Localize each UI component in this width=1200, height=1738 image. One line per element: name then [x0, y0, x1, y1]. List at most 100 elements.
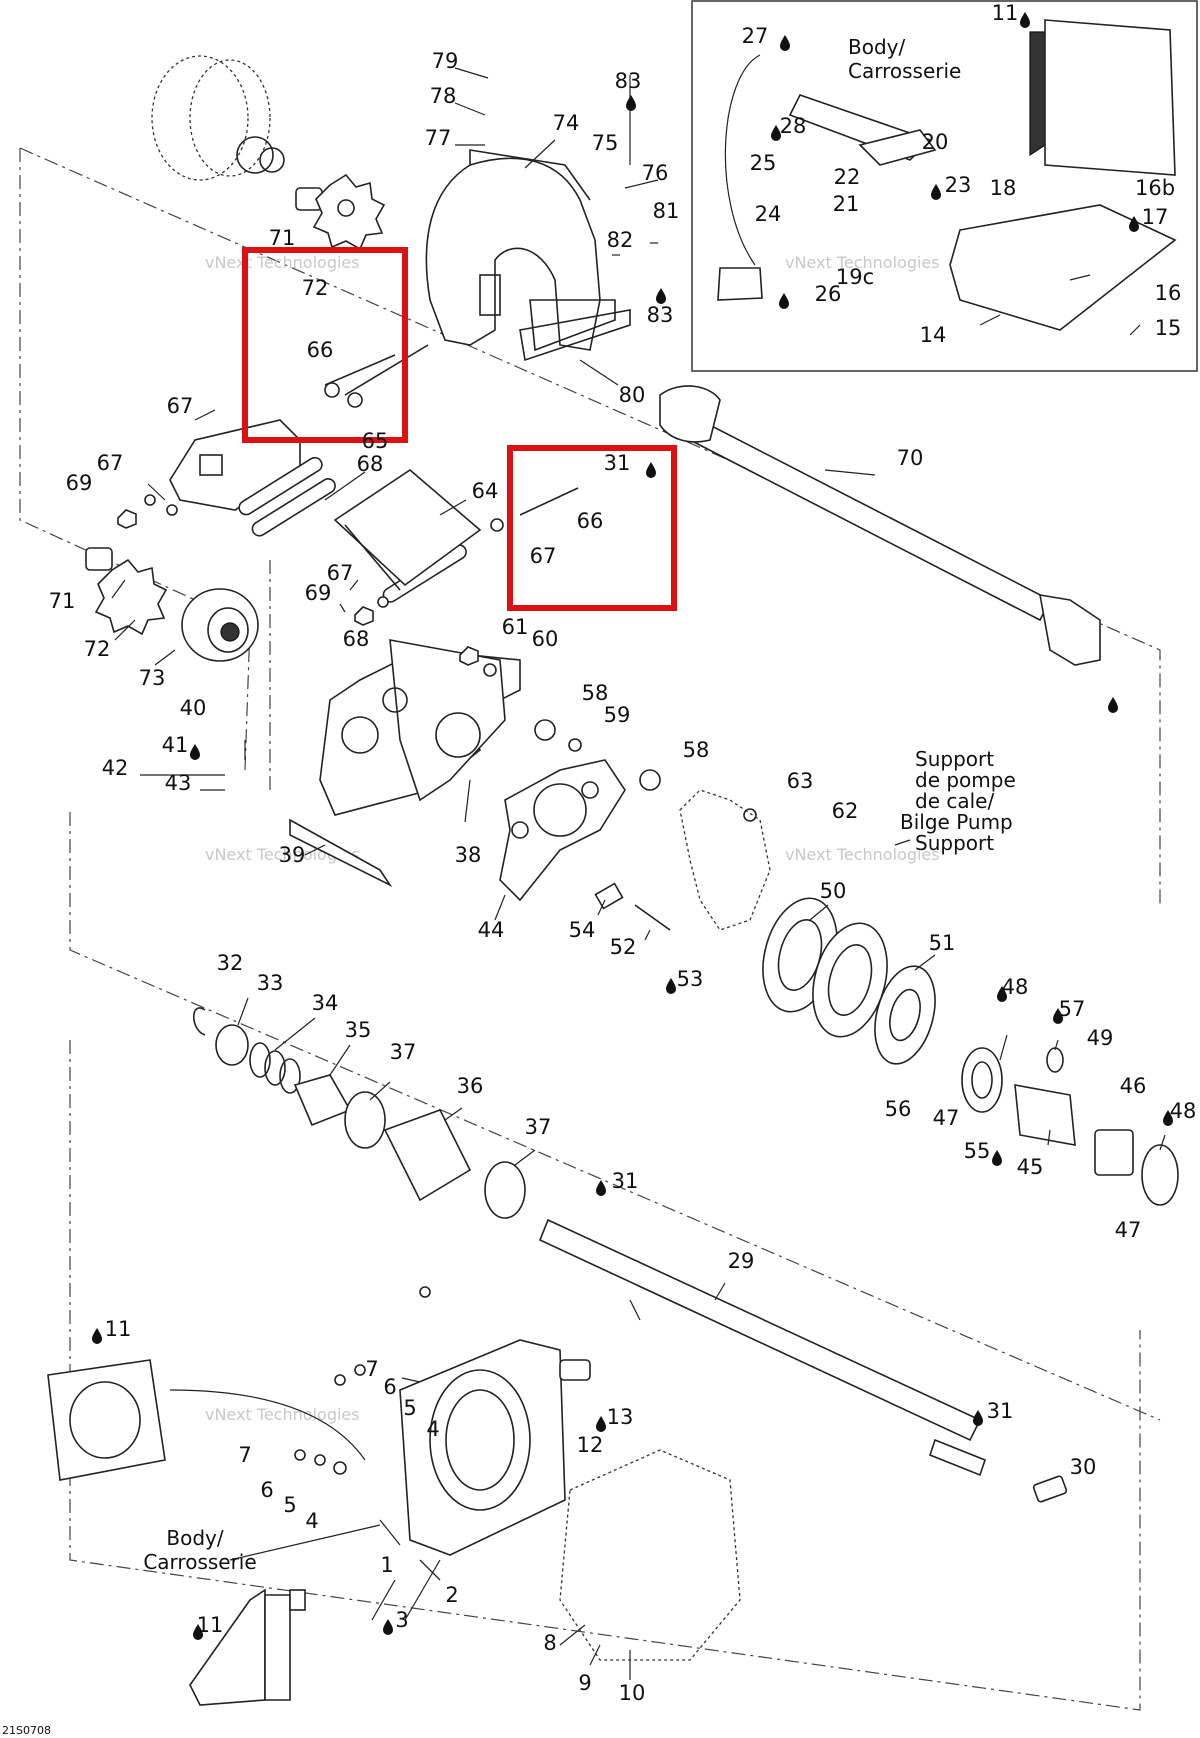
- callout-67: 67: [327, 561, 354, 585]
- callout-71: 71: [269, 226, 296, 250]
- callout-56: 56: [885, 1097, 912, 1121]
- callout-63: 63: [787, 769, 814, 793]
- callout-41: 41: [162, 733, 189, 757]
- callout-72: 72: [302, 276, 329, 300]
- callout-42: 42: [102, 756, 129, 780]
- callout-47: 47: [1115, 1218, 1142, 1242]
- droplet-icon: [92, 1328, 102, 1344]
- callout-17: 17: [1142, 205, 1169, 229]
- callout-83: 83: [615, 69, 642, 93]
- droplet-icon: [383, 1619, 393, 1635]
- highlight-box-1: [242, 247, 408, 443]
- droplet-icon: [992, 1150, 1002, 1166]
- callout-16: 16: [1155, 281, 1182, 305]
- callout-47: 47: [933, 1106, 960, 1130]
- callout-83: 83: [647, 303, 674, 327]
- callout-18: 18: [990, 176, 1017, 200]
- callout-35: 35: [345, 1018, 372, 1042]
- callout-21: 21: [833, 192, 860, 216]
- callout-40: 40: [180, 696, 207, 720]
- diagram-code: 21S0708: [2, 1724, 51, 1737]
- callout-7: 7: [238, 1443, 251, 1467]
- droplet-icon: [656, 288, 666, 304]
- watermark-5: vNext Technologies: [205, 1405, 360, 1424]
- callout-80: 80: [619, 383, 646, 407]
- callout-61: 61: [502, 615, 529, 639]
- callout-9: 9: [578, 1671, 591, 1695]
- droplet-icon: [646, 462, 656, 478]
- callout-53: 53: [677, 967, 704, 991]
- callout-62: 62: [832, 799, 859, 823]
- callout-1: 1: [380, 1553, 393, 1577]
- callout-33: 33: [257, 971, 284, 995]
- callout-44: 44: [478, 918, 505, 942]
- droplet-icon: [1020, 12, 1030, 28]
- droplet-icon: [190, 744, 200, 760]
- callout-74: 74: [553, 111, 580, 135]
- callout-52: 52: [610, 935, 637, 959]
- callout-82: 82: [607, 228, 634, 252]
- callout-3: 3: [395, 1608, 408, 1632]
- callout-67: 67: [530, 544, 557, 568]
- callout-14: 14: [920, 323, 947, 347]
- callout-15: 15: [1155, 316, 1182, 340]
- callout-23: 23: [945, 173, 972, 197]
- leader-lines: [111, 54, 1166, 1680]
- callout-55: 55: [964, 1139, 991, 1163]
- callout-4: 4: [305, 1509, 318, 1533]
- callout-26: 26: [815, 282, 842, 306]
- body-label-bottom: Body/Carrosserie: [143, 1526, 256, 1574]
- callout-5: 5: [283, 1493, 296, 1517]
- callout-31: 31: [987, 1399, 1014, 1423]
- callout-12: 12: [577, 1433, 604, 1457]
- callout-58: 58: [683, 738, 710, 762]
- watermark-4: vNext Technologies: [785, 845, 940, 864]
- watermark-layer: vNext Technologies vNext Technologies vN…: [205, 253, 940, 1424]
- callout-69: 69: [66, 471, 93, 495]
- callout-31: 31: [604, 451, 631, 475]
- callout-66: 66: [307, 338, 334, 362]
- callout-65: 65: [362, 429, 389, 453]
- watermark-2: vNext Technologies: [785, 253, 940, 272]
- callout-7: 7: [365, 1357, 378, 1381]
- callout-54: 54: [569, 918, 596, 942]
- droplet-icon: [931, 184, 941, 200]
- droplet-icon: [596, 1416, 606, 1432]
- callout-73: 73: [139, 666, 166, 690]
- callout-32: 32: [217, 951, 244, 975]
- callout-50: 50: [820, 879, 847, 903]
- callout-16b: 16b: [1135, 176, 1175, 200]
- inset-frame: [691, 0, 1198, 372]
- callout-24: 24: [755, 202, 782, 226]
- callout-43: 43: [165, 771, 192, 795]
- callout-labels: 7978777475837682818380717266676567696864…: [49, 1, 1197, 1705]
- droplet-icon: [1108, 697, 1118, 713]
- callout-28: 28: [780, 114, 807, 138]
- callout-25: 25: [750, 151, 777, 175]
- callout-29: 29: [728, 1249, 755, 1273]
- callout-76: 76: [642, 161, 669, 185]
- callout-22: 22: [834, 165, 861, 189]
- callout-36: 36: [457, 1074, 484, 1098]
- callout-64: 64: [472, 479, 499, 503]
- callout-72: 72: [84, 637, 111, 661]
- callout-8: 8: [543, 1631, 556, 1655]
- callout-10: 10: [619, 1681, 646, 1705]
- callout-30: 30: [1070, 1455, 1097, 1479]
- droplet-icon: [973, 1410, 983, 1426]
- callout-6: 6: [383, 1375, 396, 1399]
- callout-71: 71: [49, 589, 76, 613]
- callout-11: 11: [992, 1, 1019, 25]
- callout-2: 2: [445, 1583, 458, 1607]
- droplet-icon: [626, 95, 636, 111]
- watermark-1: vNext Technologies: [205, 253, 360, 272]
- part-sketches: [47, 19, 1179, 1706]
- body-label-top: Body/Carrosserie: [848, 35, 961, 83]
- callout-68: 68: [343, 627, 370, 651]
- droplet-icon: [779, 293, 789, 309]
- callout-20: 20: [922, 130, 949, 154]
- callout-67: 67: [167, 394, 194, 418]
